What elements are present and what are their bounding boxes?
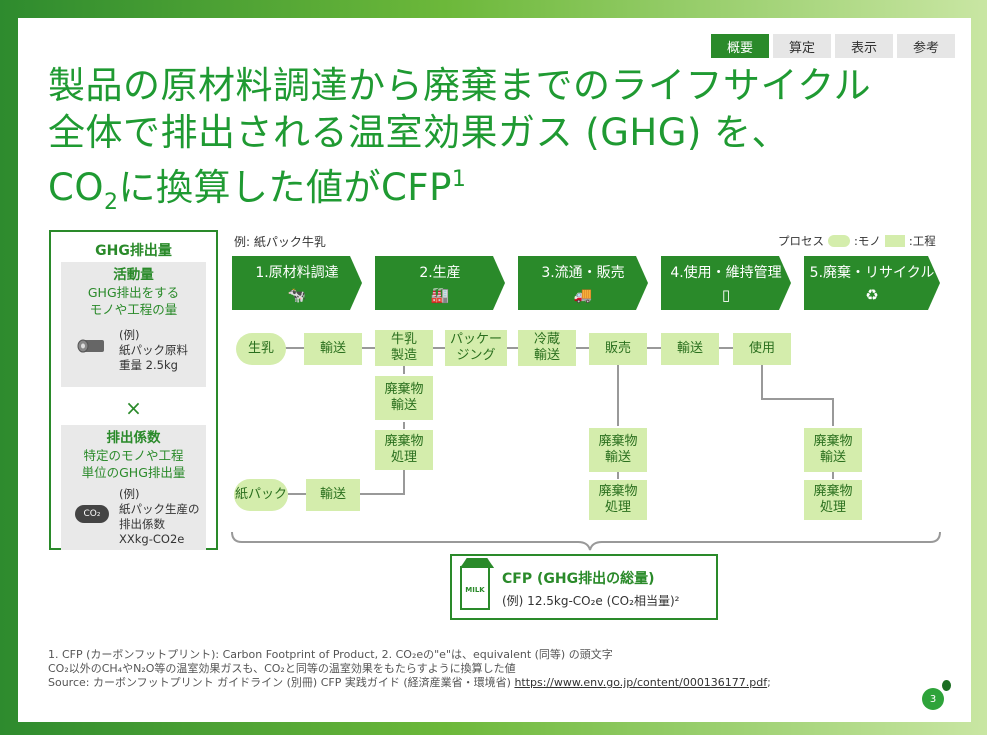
node-use: 使用 — [733, 333, 791, 365]
title-line-3-pre: CO — [48, 166, 104, 209]
footnote-1: 1. CFP (カーボンフットプリント): Carbon Footprint o… — [48, 648, 613, 661]
phase-label: 4.使用・維持管理 — [670, 265, 782, 281]
title-line-1: 製品の原材料調達から廃棄までのライフサイクル — [48, 64, 872, 107]
tab-calculation[interactable]: 算定 — [773, 34, 831, 58]
node-waste-transport: 廃棄物 輸送 — [375, 376, 433, 420]
phase-production: 2.生産 🏭 — [375, 256, 505, 310]
title-line-2: 全体で排出される温室効果ガス (GHG) を、 — [48, 111, 790, 154]
factor-ex-2: 紙パック生産の — [119, 502, 200, 516]
factor-desc-1: 特定のモノや工程 — [83, 448, 184, 463]
phase-label: 5.廃棄・リサイクル — [809, 265, 935, 281]
phase-label: 1.原材料調達 — [255, 265, 339, 281]
activity-title: 活動量 — [113, 267, 154, 283]
factory-icon: 🏭 — [430, 286, 450, 304]
footnote-2: CO₂以外のCH₄やN₂O等の温室効果ガスも、CO₂と同等の温室効果をもたらすよ… — [48, 662, 516, 675]
node-waste-treatment: 廃棄物 処理 — [589, 480, 647, 520]
activity-ex-2: 紙パック原料 — [119, 343, 188, 357]
recycle-bin-icon: ♻ — [865, 286, 879, 304]
node-waste-transport: 廃棄物 輸送 — [804, 428, 862, 472]
node-raw-milk: 生乳 — [236, 333, 286, 365]
legend-mono-swatch — [828, 235, 850, 247]
activity-desc-1: GHG排出をする — [87, 285, 180, 300]
factor-ex-4: XXkg-CO2e — [119, 532, 185, 546]
truck-icon: 🚚 — [573, 286, 593, 304]
legend-prefix: プロセス — [778, 234, 824, 248]
source-link[interactable]: https://www.env.go.jp/content/000136177.… — [514, 676, 768, 689]
source-text: Source: カーボンフットプリント ガイドライン (別冊) CFP 実践ガイ… — [48, 676, 515, 689]
activity-amount-box: 活動量 GHG排出をする モノや工程の量 (例) 紙パック原料 重量 2.5kg — [61, 262, 206, 387]
node-packaging: パッケー ジング — [445, 330, 507, 366]
node-waste-treatment: 廃棄物 処理 — [375, 430, 433, 470]
legend-process-swatch — [884, 235, 905, 247]
phase-use: 4.使用・維持管理 ▯ — [661, 256, 791, 310]
phase-distribution: 3.流通・販売 🚚 — [518, 256, 648, 310]
nav-tabs: 概要 算定 表示 参考 — [711, 34, 955, 58]
activity-ex-3: 重量 2.5kg — [119, 358, 178, 372]
source-line: Source: カーボンフットプリント ガイドライン (別冊) CFP 実践ガイ… — [48, 676, 771, 690]
footnotes: 1. CFP (カーボンフットプリント): Carbon Footprint o… — [48, 648, 771, 690]
factor-example: (例) 紙パック生産の 排出係数 XXkg-CO2e — [119, 487, 200, 547]
page-number: 3 — [922, 688, 944, 710]
node-milk-production: 牛乳 製造 — [375, 330, 433, 366]
milk-carton-icon: MILK — [460, 566, 490, 610]
paper-roll-icon — [77, 339, 104, 353]
cfp-value: (例) 12.5kg-CO₂e (CO₂相当量)² — [502, 594, 680, 608]
title-line-3-mid: に換算した値がCFP — [118, 166, 452, 209]
node-waste-transport: 廃棄物 輸送 — [589, 428, 647, 472]
example-label: 例: 紙パック牛乳 — [234, 235, 326, 249]
legend-mono-label: :モノ — [854, 234, 881, 248]
factor-desc-2: 単位のGHG排出量 — [81, 465, 186, 480]
title-subscript: 2 — [103, 190, 119, 215]
co2-icon-label: CO₂ — [83, 508, 101, 519]
milk-icon-label: MILK — [465, 586, 485, 594]
node-cold-transport: 冷蔵 輸送 — [518, 330, 576, 366]
tab-reference[interactable]: 参考 — [897, 34, 955, 58]
factor-ex-1: (例) — [119, 487, 140, 501]
node-transport: 輸送 — [306, 479, 360, 511]
phase-label: 3.流通・販売 — [541, 265, 625, 281]
fridge-icon: ▯ — [721, 286, 731, 304]
source-suffix: ; — [767, 676, 771, 689]
co2-cloud-icon: CO₂ — [75, 505, 109, 523]
cfp-total-box: MILK CFP (GHG排出の総量) (例) 12.5kg-CO₂e (CO₂… — [450, 554, 718, 620]
slide: 概要 算定 表示 参考 製品の原材料調達から廃棄までのライフサイクル 全体で排出… — [18, 18, 971, 722]
activity-ex-1: (例) — [119, 328, 140, 342]
emission-factor-box: 排出係数 特定のモノや工程 単位のGHG排出量 CO₂ (例) 紙パック生産の … — [61, 425, 206, 550]
title-superscript: 1 — [451, 167, 467, 192]
tab-overview[interactable]: 概要 — [711, 34, 769, 58]
node-transport: 輸送 — [304, 333, 362, 365]
ghg-emission-box: GHG排出量 活動量 GHG排出をする モノや工程の量 (例) 紙パック原料 重… — [49, 230, 218, 550]
cfp-title: CFP (GHG排出の総量) — [502, 571, 655, 587]
legend: プロセス :モノ :工程 — [778, 233, 936, 249]
phase-disposal: 5.廃棄・リサイクル ♻ — [804, 256, 940, 310]
node-transport: 輸送 — [661, 333, 719, 365]
phase-label: 2.生産 — [419, 265, 461, 281]
phase-raw-material: 1.原材料調達 🐄 — [232, 256, 362, 310]
cow-icon: 🐄 — [287, 286, 307, 304]
node-waste-treatment: 廃棄物 処理 — [804, 480, 862, 520]
activity-example: (例) 紙パック原料 重量 2.5kg — [119, 328, 188, 373]
activity-desc-2: モノや工程の量 — [89, 302, 178, 317]
multiply-sign: × — [125, 396, 142, 420]
node-sales: 販売 — [589, 333, 647, 365]
page-dot — [942, 680, 951, 691]
ghg-box-header: GHG排出量 — [95, 243, 172, 259]
page-title: 製品の原材料調達から廃棄までのライフサイクル 全体で排出される温室効果ガス (G… — [48, 62, 928, 226]
node-paper-pack: 紙パック — [234, 479, 288, 511]
tab-display[interactable]: 表示 — [835, 34, 893, 58]
factor-ex-3: 排出係数 — [119, 517, 165, 531]
legend-process-label: :工程 — [908, 234, 936, 248]
factor-title: 排出係数 — [106, 430, 161, 446]
